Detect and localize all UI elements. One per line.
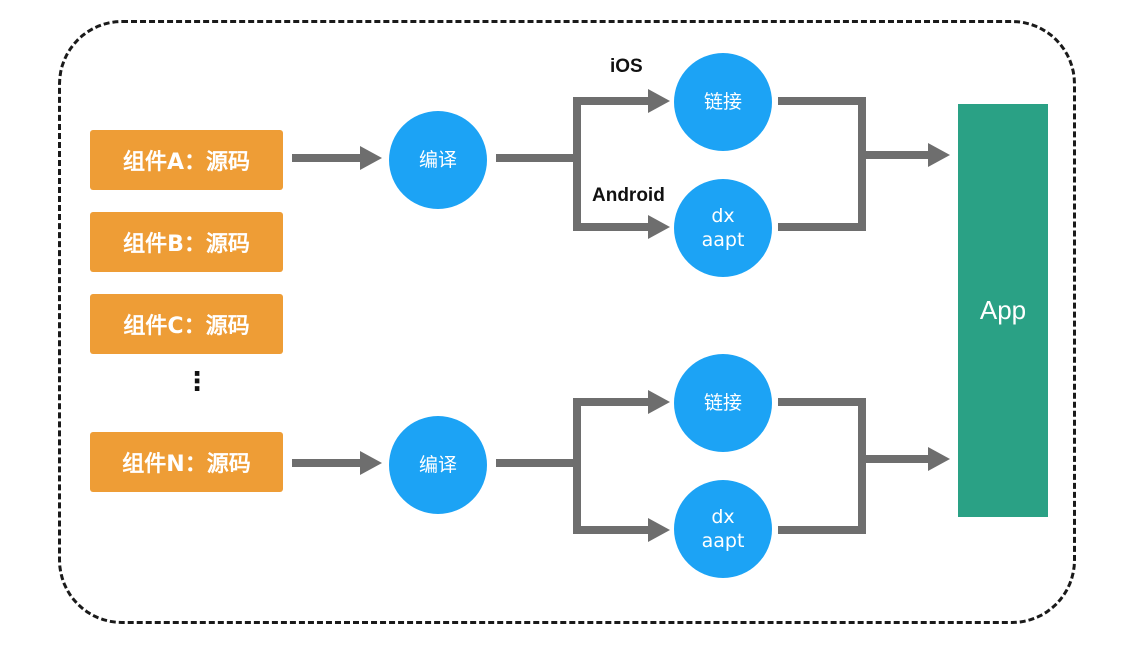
arrowhead-compile-2: [360, 451, 382, 475]
arrowhead-compile-1: [360, 146, 382, 170]
pipeline-2-arrowheads: [360, 390, 950, 542]
source-box-c: 组件C：源码: [90, 294, 283, 354]
link-node-1: 链接: [674, 53, 772, 151]
source-box-a: 组件A：源码: [90, 130, 283, 190]
connector-dx-to-merge-1: [778, 155, 866, 231]
app-label: App: [979, 295, 1027, 325]
dashed-group-frame: [58, 20, 1076, 624]
dx-aapt-node-2: dx aapt: [674, 480, 772, 578]
link-label-2: 链接: [703, 392, 742, 414]
connector-link-to-merge-1: [778, 97, 866, 155]
android-label: Android: [592, 185, 665, 206]
ios-label: iOS: [610, 56, 643, 77]
connector-link-to-merge-2: [778, 398, 866, 459]
compile-label-2: 编译: [418, 454, 457, 476]
app-box: App: [958, 104, 1048, 517]
connector-dx-to-merge-2: [778, 459, 866, 534]
compile-label-1: 编译: [418, 149, 457, 171]
connector-branch-to-dx-2: [573, 463, 650, 534]
source-box-n: 组件N：源码: [90, 432, 283, 492]
pipeline-2-arrows: [292, 398, 930, 534]
connector-branch-to-dx-1: [573, 158, 650, 231]
arrowhead-dx-2: [648, 518, 670, 542]
dx-label-1: dx: [711, 205, 735, 227]
dx-label-2: dx: [711, 506, 735, 528]
pipeline-1-arrowheads: [360, 89, 950, 239]
arrowhead-link-2: [648, 390, 670, 414]
arrowhead-dx-1: [648, 215, 670, 239]
aapt-label-1: aapt: [701, 229, 745, 251]
connector-branch-to-link-1: [573, 97, 650, 158]
link-node-2: 链接: [674, 354, 772, 452]
link-label-1: 链接: [703, 91, 742, 113]
arrowhead-app-2: [928, 447, 950, 471]
more-sources-ellipsis: ⋮: [184, 367, 210, 397]
arrowhead-app-1: [928, 143, 950, 167]
connector-branch-to-link-2: [573, 398, 650, 463]
pipeline-1-arrows: [292, 97, 930, 231]
compile-node-1: 编译: [389, 111, 487, 209]
aapt-label-2: aapt: [701, 530, 745, 552]
source-box-b: 组件B：源码: [90, 212, 283, 272]
arrowhead-link-1: [648, 89, 670, 113]
dx-aapt-node-1: dx aapt: [674, 179, 772, 277]
compile-node-2: 编译: [389, 416, 487, 514]
